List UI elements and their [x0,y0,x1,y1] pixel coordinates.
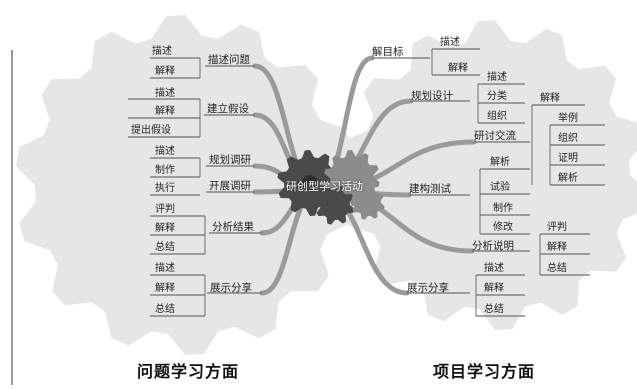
left-child: 制作 [155,165,175,176]
left-child: 总结 [155,304,175,315]
right-child: 解释 [484,283,504,294]
left-child: 解释 [155,283,175,294]
left-child: 提出假设 [131,125,171,136]
left-group-present-share: 展示分享 [210,282,252,294]
right-child: 总结 [547,263,567,274]
right-child: 试验 [490,182,510,193]
right-child: 组织 [487,111,507,122]
left-child: 描述 [155,263,175,274]
caption-problem-learning: 问题学习方面 [137,362,240,381]
left-group-conduct-survey: 开展调研 [209,180,251,192]
center-topic: 研创型学习活动 [286,180,363,193]
right-gear-shape [341,20,637,330]
right-group-plan-design: 规划设计 [411,90,453,102]
right-group-build-test: 建构测试 [409,183,451,195]
hub-gear-small [351,186,385,220]
left-child: 执行 [155,183,175,194]
left-child: 描述 [155,88,175,99]
left-child: 评判 [155,204,175,215]
right-group-discuss: 研讨交流 [474,130,516,142]
left-child: 解释 [155,106,175,117]
caption-project-learning: 项目学习方面 [433,362,536,381]
right-child: 证明 [558,153,578,164]
left-group-hypothesis: 建立假设 [207,103,249,115]
right-child: 解释 [547,242,567,253]
right-child: 描述 [440,37,460,48]
left-group-plan-survey: 规划调研 [209,154,251,166]
left-child: 解释 [155,223,175,234]
right-child: 解释 [540,93,560,104]
left-child: 描述 [155,146,175,157]
right-child: 描述 [484,263,504,274]
left-child: 解释 [155,66,175,77]
right-group-present-share: 展示分享 [407,282,449,294]
right-child: 描述 [487,72,507,83]
right-group-understand-goal: 解目标 [372,46,404,58]
right-child: 分类 [487,91,507,102]
right-group-analyze-explain: 分析说明 [472,240,514,252]
left-child: 总结 [155,242,175,253]
right-child: 组织 [558,133,578,144]
left-group-describe-problem: 描述问题 [208,54,250,66]
right-child: 总结 [484,304,504,315]
left-gear-shape [16,15,354,355]
hub-axle [302,175,318,191]
right-child: 解释 [448,63,468,74]
right-child: 制作 [493,203,513,214]
hub-gear-bottom [315,185,355,225]
right-child: 解析 [490,157,510,168]
right-child: 评判 [547,222,567,233]
left-group-analyze-results: 分析结果 [212,221,254,233]
left-child: 描述 [152,46,172,57]
right-child: 解析 [558,173,578,184]
right-child: 修改 [493,222,513,233]
right-child: 举例 [558,113,578,124]
